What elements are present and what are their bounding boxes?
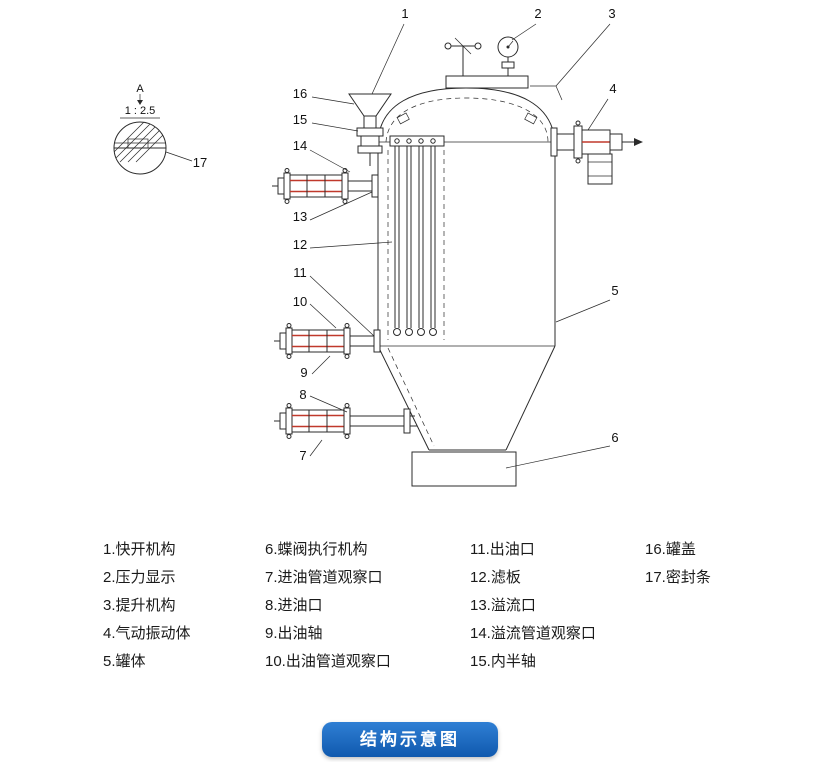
- base-ring: [411, 451, 517, 487]
- callout-8: 8: [299, 387, 306, 402]
- legend-item-7: 7.进油管道观察口: [265, 569, 383, 586]
- callout-4: 4: [609, 81, 616, 96]
- legend-item-6: 6.蝶阀执行机构: [265, 541, 368, 558]
- callout-6: 6: [611, 430, 618, 445]
- legend-item-4: 4.气动振动体: [103, 625, 191, 642]
- pressure-gauge: [497, 36, 519, 76]
- legend-column-4: 16.罐盖 17.密封条: [645, 536, 711, 592]
- callout-11: 11: [293, 265, 307, 280]
- callout-7: 7: [299, 448, 306, 463]
- callout-10: 10: [293, 294, 307, 309]
- legend-item-11: 11.出油口: [470, 541, 535, 558]
- legend-item-15: 15.内半轴: [470, 653, 536, 670]
- detail-view-scale: 1 : 2.5: [125, 105, 156, 117]
- legend-item-1: 1.快开机构: [103, 541, 176, 558]
- callout-5: 5: [611, 283, 618, 298]
- swing-bolt-handle: [444, 37, 482, 76]
- legend-column-2: 6.蝶阀执行机构 7.进油管道观察口 8.进油口 9.出油轴 10.出油管道观察…: [265, 536, 391, 676]
- legend-column-1: 1.快开机构 2.压力显示 3.提升机构 4.气动振动体 5.罐体: [103, 536, 191, 676]
- callout-12: 12: [293, 237, 307, 252]
- legend-item-17: 17.密封条: [645, 569, 711, 586]
- legend-item-2: 2.压力显示: [103, 569, 176, 586]
- callout-1: 1: [401, 6, 408, 21]
- oil-outlet-sight-glass: [273, 322, 381, 360]
- legend-item-9: 9.出油轴: [265, 625, 323, 642]
- overflow-sight-glass: [271, 167, 379, 205]
- legend-item-12: 12.滤板: [470, 569, 521, 586]
- legend-item-13: 13.溢流口: [470, 597, 536, 614]
- callout-2: 2: [534, 6, 541, 21]
- structure-diagram-button[interactable]: 结构示意图: [322, 722, 498, 757]
- vessel-structure-diagram: A 1 : 2.5: [113, 6, 643, 487]
- callout-9: 9: [300, 365, 307, 380]
- legend-column-3: 11.出油口 12.滤板 13.溢流口 14.溢流管道观察口 15.内半轴: [470, 536, 596, 676]
- callout-15: 15: [293, 112, 307, 127]
- legend-item-10: 10.出油管道观察口: [265, 653, 391, 670]
- legend-item-5: 5.罐体: [103, 653, 146, 670]
- legend-item-3: 3.提升机构: [103, 597, 176, 614]
- funnel-quick-open: [348, 93, 392, 166]
- leader-lines: [165, 23, 611, 469]
- callout-16: 16: [293, 86, 307, 101]
- callout-17: 17: [193, 155, 207, 170]
- legend-item-16: 16.罐盖: [645, 541, 696, 558]
- callout-3: 3: [608, 6, 615, 21]
- oil-inlet-sight-glass: [273, 402, 417, 440]
- detail-view-label: A: [136, 83, 144, 95]
- legend-item-8: 8.进油口: [265, 597, 323, 614]
- filter-plates: [389, 135, 445, 336]
- lid-assembly: [445, 75, 563, 101]
- pneumatic-actuator: [550, 120, 643, 185]
- callout-13: 13: [293, 209, 307, 224]
- callout-numbers: 1 2 3 4 5 6 7 8 9 10 11 12 13 14 15 16 1…: [193, 6, 619, 463]
- detail-view-a: A 1 : 2.5: [113, 83, 167, 175]
- legend-item-14: 14.溢流管道观察口: [470, 625, 596, 642]
- callout-14: 14: [293, 138, 307, 153]
